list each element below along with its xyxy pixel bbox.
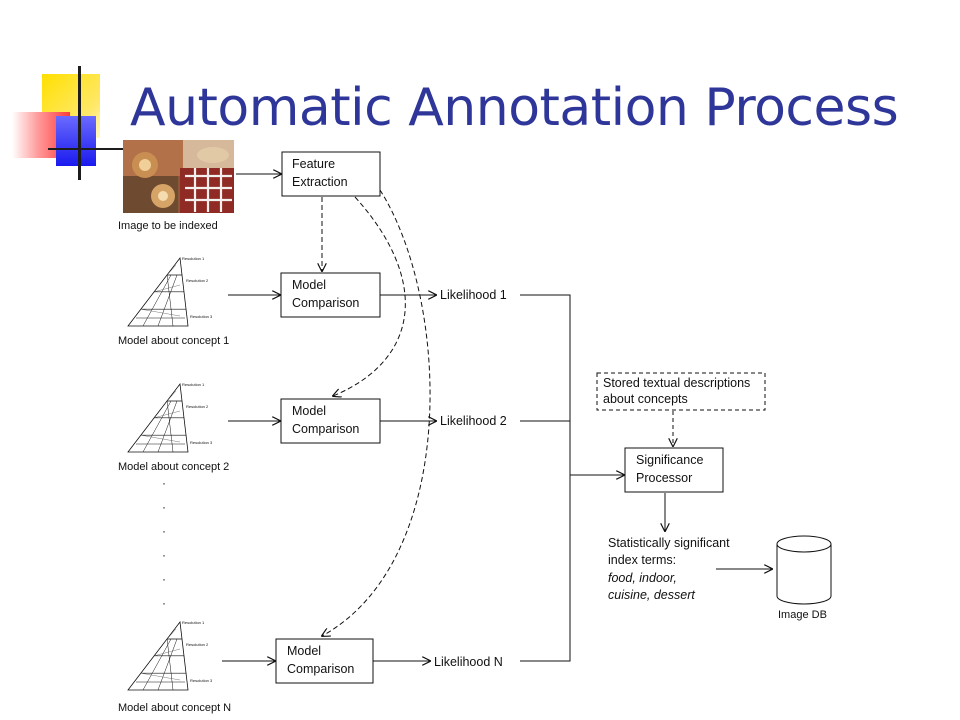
input-image: [123, 140, 234, 213]
deco-vertical-line: [78, 66, 81, 180]
index-terms-line1: food, indoor,: [608, 571, 677, 585]
resolution-label: Resolution 1: [182, 620, 205, 625]
feature-extraction-line1: Feature: [292, 157, 335, 171]
model-label-2: Model about concept 2: [118, 461, 229, 473]
stored-descriptions-line2: about concepts: [603, 392, 688, 406]
deco-blue-square: [56, 116, 96, 166]
model-pyramid-1: Resolution 1 Resolution 2 Resolution 3: [127, 256, 213, 327]
significance-processor-line2: Processor: [636, 471, 692, 485]
database-cylinder: [776, 535, 832, 605]
likelihood-1: Likelihood 1: [440, 288, 507, 302]
resolution-label: Resolution 1: [182, 382, 205, 387]
model-pyramid-2: Resolution 1 Resolution 2 Resolution 3: [127, 382, 213, 453]
ellipsis-dot: ·: [162, 500, 166, 514]
likelihood-2: Likelihood 2: [440, 414, 507, 428]
input-image-label: Image to be indexed: [118, 220, 218, 232]
title-decoration: [0, 60, 130, 180]
box-model-comparison-2: Model Comparison: [280, 398, 381, 444]
ellipsis-dot: ·: [162, 572, 166, 586]
box-stored-descriptions: Stored textual descriptions about concep…: [596, 372, 766, 411]
resolution-label: Resolution 2: [186, 642, 209, 647]
database-label: Image DB: [778, 609, 827, 621]
box-significance-processor: Significance Processor: [624, 447, 724, 493]
index-terms-line2: cuisine, dessert: [608, 588, 695, 602]
deco-horizontal-line: [48, 148, 130, 150]
resolution-label: Resolution 3: [190, 678, 213, 683]
dashed-arrow-feature-to-comparison2: [333, 196, 406, 396]
index-terms-heading-line1: Statistically significant: [608, 536, 730, 550]
model-comparison-line1: Model: [292, 278, 326, 292]
box-model-comparison-1: Model Comparison: [280, 272, 381, 318]
model-label-1: Model about concept 1: [118, 335, 229, 347]
box-feature-extraction: Feature Extraction: [281, 151, 381, 197]
ellipsis-dot: ·: [162, 596, 166, 610]
model-comparison-line2: Comparison: [287, 662, 354, 676]
ellipsis-dot: ·: [162, 476, 166, 490]
vertical-ellipsis: · · · · · ·: [162, 476, 166, 610]
model-label-n: Model about concept N: [118, 702, 231, 714]
model-pyramid-n: Resolution 1 Resolution 2 Resolution 3: [127, 620, 213, 691]
resolution-label: Resolution 3: [190, 440, 213, 445]
stored-descriptions-line1: Stored textual descriptions: [603, 376, 750, 390]
model-comparison-line2: Comparison: [292, 422, 359, 436]
ellipsis-dot: ·: [162, 548, 166, 562]
feature-extraction-line2: Extraction: [292, 175, 348, 189]
model-comparison-line1: Model: [287, 644, 321, 658]
model-comparison-line2: Comparison: [292, 296, 359, 310]
resolution-label: Resolution 2: [186, 404, 209, 409]
ellipsis-dot: ·: [162, 524, 166, 538]
resolution-label: Resolution 2: [186, 278, 209, 283]
model-comparison-line1: Model: [292, 404, 326, 418]
box-model-comparison-n: Model Comparison: [275, 638, 374, 684]
slide-title: Automatic Annotation Process: [130, 78, 899, 138]
significance-processor-line1: Significance: [636, 453, 703, 467]
likelihood-n: Likelihood N: [434, 655, 503, 669]
resolution-label: Resolution 3: [190, 314, 213, 319]
likelihood-bracket: [520, 294, 571, 662]
dashed-arrow-feature-to-comparisonn: [322, 189, 431, 636]
index-terms-heading-line2: index terms:: [608, 553, 676, 567]
resolution-label: Resolution 1: [182, 256, 205, 261]
index-terms: Statistically significant index terms: f…: [608, 536, 730, 602]
